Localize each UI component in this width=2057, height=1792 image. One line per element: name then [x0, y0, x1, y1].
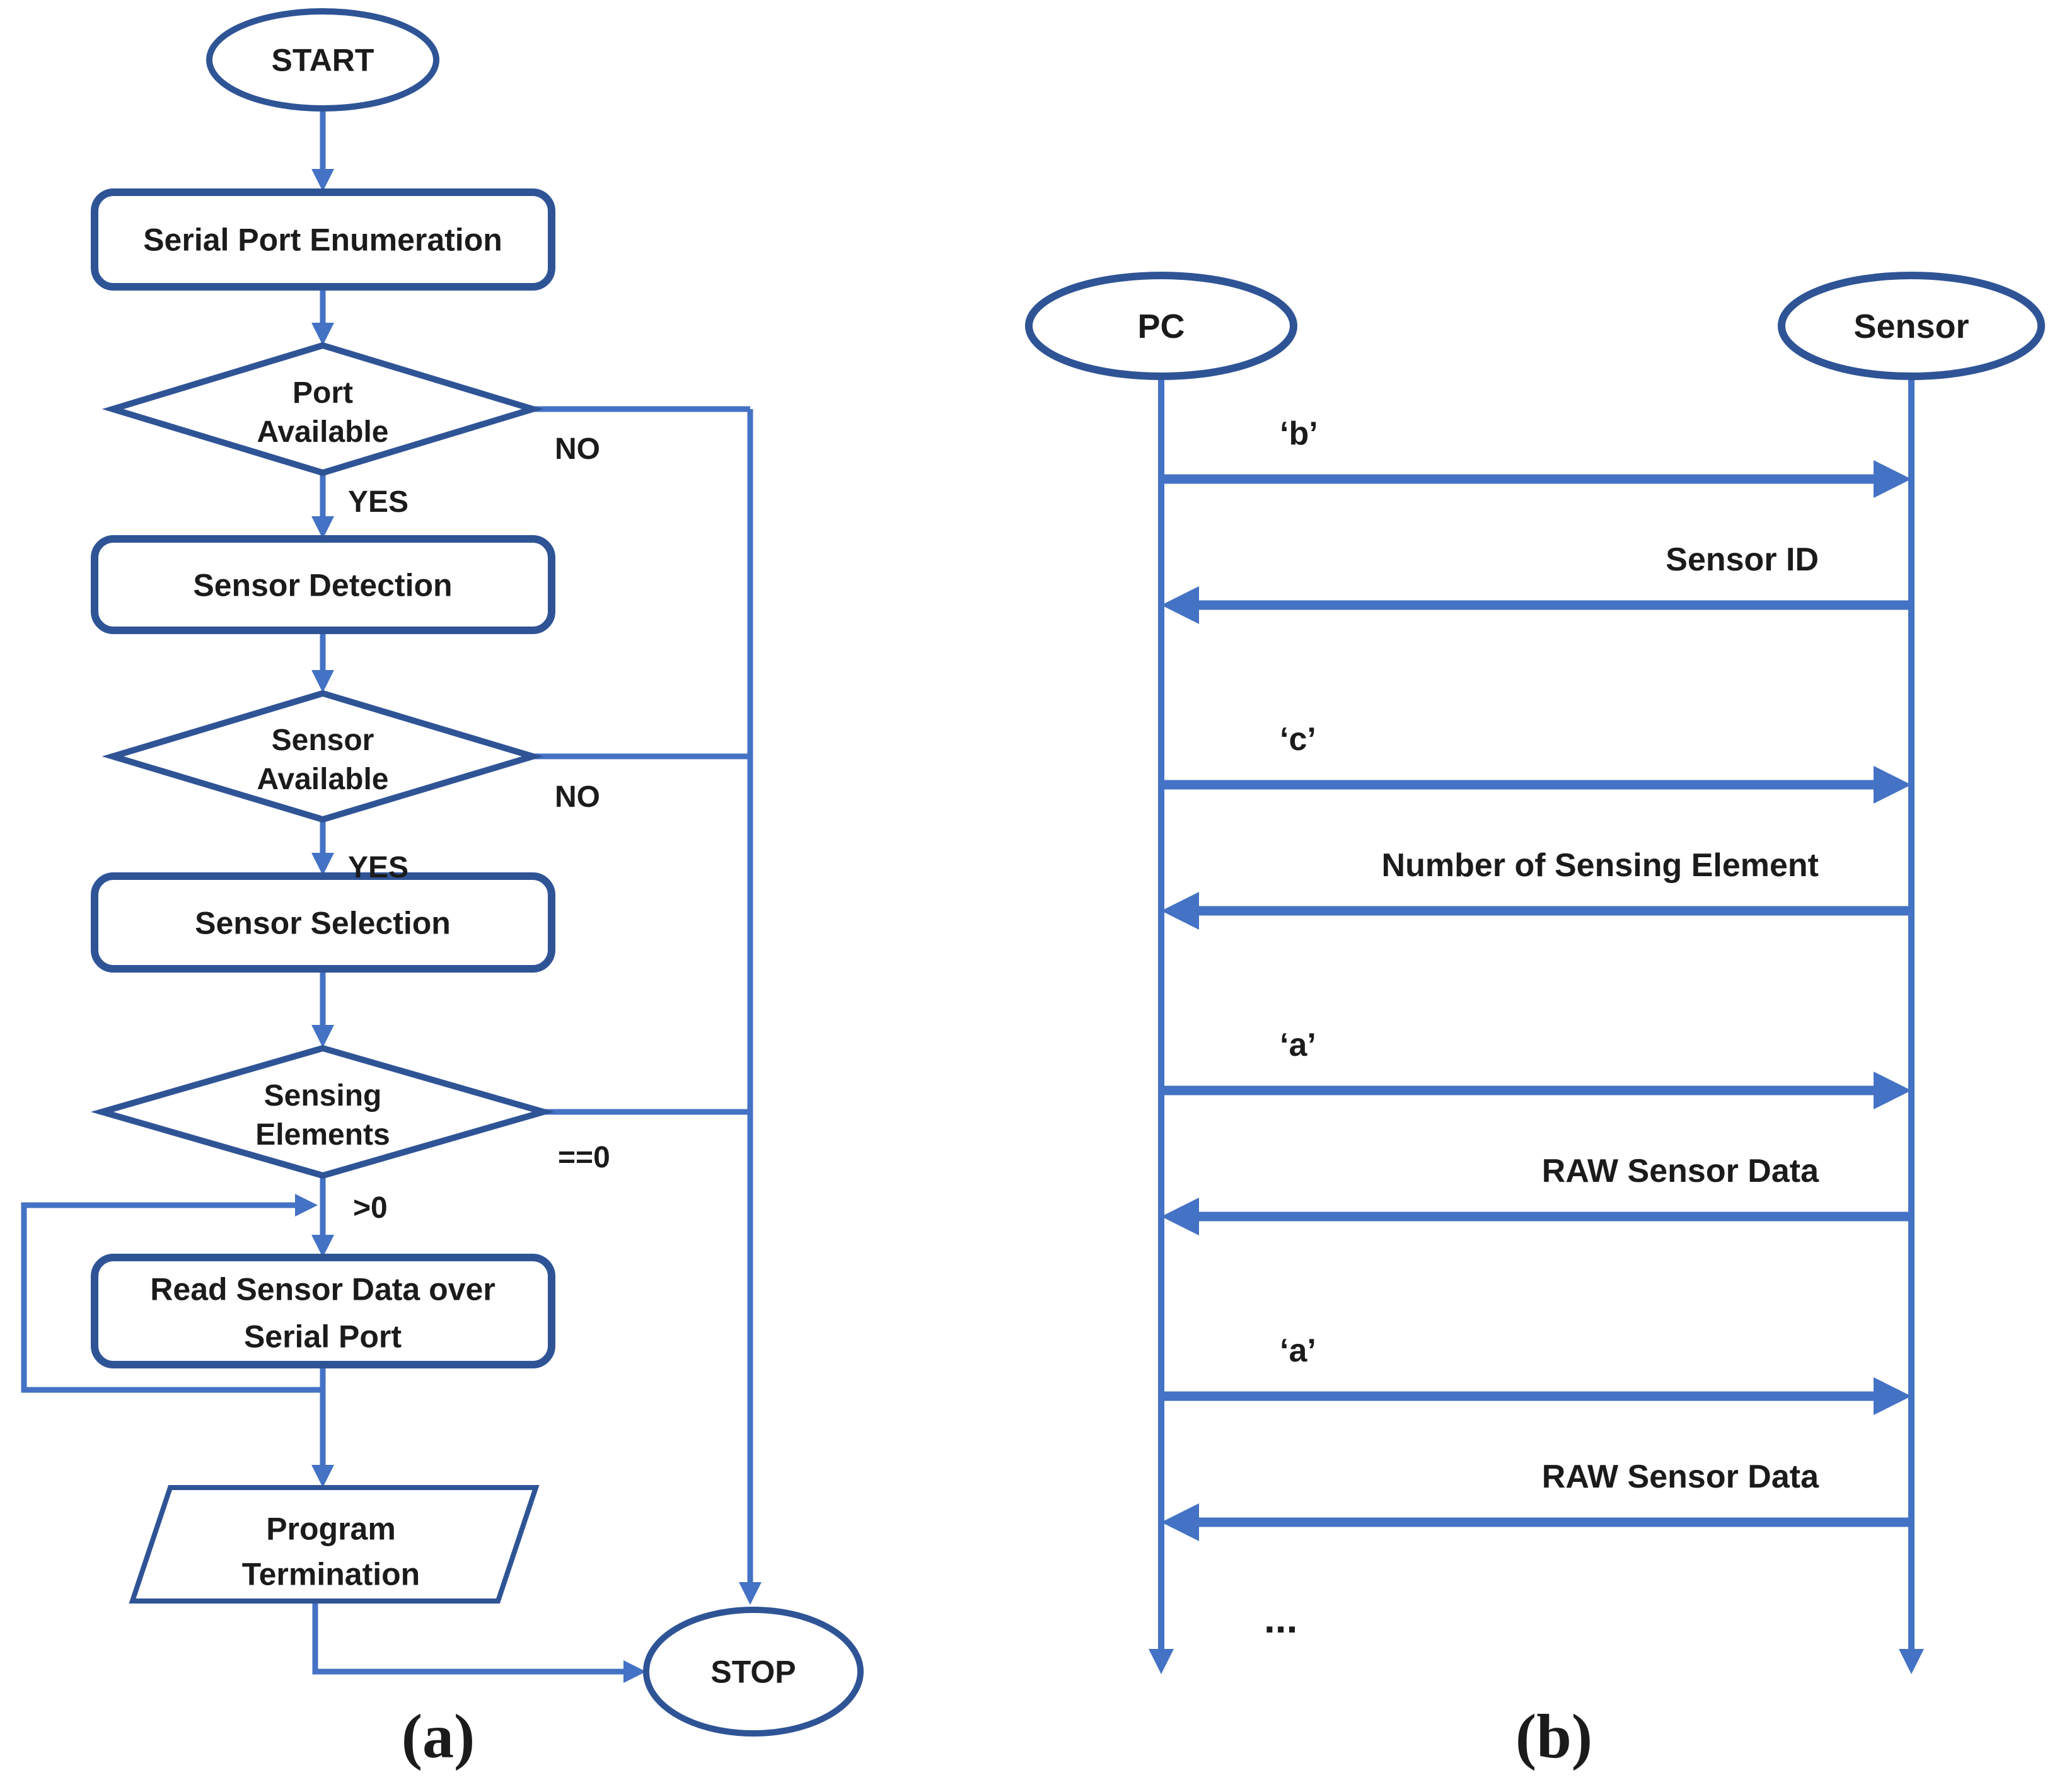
actor-sensor: [1778, 272, 2045, 380]
label-port-available-yes: YES: [348, 485, 409, 519]
node-start-label: START: [272, 43, 374, 78]
node-sensor-available-line1: Sensor: [272, 724, 374, 757]
message-label-a-second: ‘a’: [1280, 1332, 1316, 1369]
node-port-available-decision: [101, 342, 544, 477]
actor-sensor-label: Sensor: [1853, 308, 1969, 345]
label-sensing-elements-zero: ==0: [558, 1141, 610, 1174]
label-sensing-elements-positive: >0: [353, 1191, 388, 1225]
message-label-raw-sensor-data-first: RAW Sensor Data: [1542, 1153, 1819, 1189]
node-port-available-line2: Available: [257, 415, 389, 449]
caption-b: (b): [1515, 1701, 1592, 1771]
edge-termination-to-stop: [312, 1601, 646, 1683]
message-label-number-of-sensing-element: Number of Sensing Element: [1382, 847, 1819, 884]
node-serial-port-enumeration-label: Serial Port Enumeration: [143, 223, 502, 258]
sequence-continuation-ellipsis: ...: [1264, 1596, 1297, 1641]
message-label-a-first: ‘a’: [1280, 1027, 1316, 1063]
message-label-b: ‘b’: [1280, 415, 1318, 452]
node-sensing-elements-decision: [90, 1044, 555, 1179]
node-sensor-selection: [91, 872, 555, 973]
node-sensing-elements-line2: Elements: [255, 1118, 390, 1152]
actor-pc: [1025, 272, 1297, 380]
flowchart-panel: START Serial Port Enumeration Port Avail…: [21, 8, 864, 1771]
node-read-sensor-data: [91, 1254, 555, 1368]
node-stop: [643, 1607, 864, 1737]
node-program-termination-line2: Termination: [242, 1557, 420, 1592]
node-port-available-line1: Port: [293, 376, 353, 410]
node-read-sensor-data-line1: Read Sensor Data over: [150, 1272, 495, 1307]
caption-a: (a): [402, 1701, 475, 1771]
sequence-panel: PC Sensor ‘b’ Sensor ID ‘c’ Number of Se…: [1025, 272, 2045, 1771]
node-sensor-available-decision: [101, 690, 544, 823]
node-stop-label: STOP: [710, 1655, 796, 1690]
label-sensor-available-yes: YES: [348, 851, 409, 884]
node-sensing-elements-line1: Sensing: [264, 1079, 382, 1113]
node-sensor-detection-label: Sensor Detection: [193, 568, 452, 603]
message-label-sensor-id: Sensor ID: [1666, 541, 1819, 578]
node-program-termination: [129, 1485, 540, 1604]
node-sensor-detection: [91, 535, 555, 634]
node-read-sensor-data-line2: Serial Port: [244, 1319, 402, 1355]
node-sensor-selection-label: Sensor Selection: [195, 906, 451, 941]
node-serial-port-enumeration: [91, 188, 555, 291]
node-start: [206, 8, 439, 112]
label-port-available-no: NO: [555, 432, 600, 466]
node-program-termination-line1: Program: [266, 1512, 396, 1547]
message-label-raw-sensor-data-second: RAW Sensor Data: [1542, 1459, 1819, 1495]
label-sensor-available-no: NO: [555, 780, 600, 814]
edge-read-loop-back: [21, 1194, 323, 1393]
node-sensor-available-line2: Available: [257, 763, 389, 796]
message-label-c: ‘c’: [1280, 721, 1316, 758]
actor-pc-label: PC: [1137, 308, 1185, 345]
